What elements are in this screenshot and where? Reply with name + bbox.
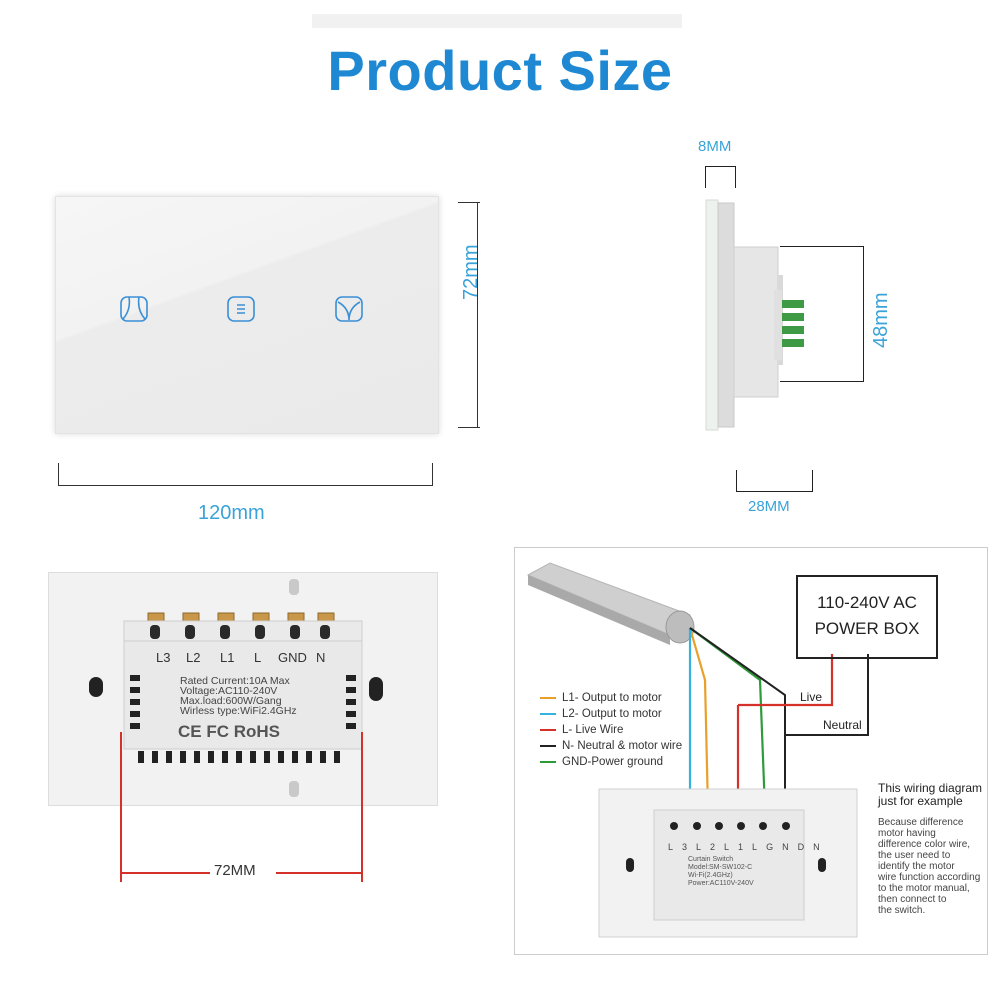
- mini-spec-list: Curtain Switch Model:SM-SW102-C Wi-Fi(2.…: [688, 856, 754, 888]
- note-line: identify the motor: [878, 861, 955, 872]
- note-line: difference color wire,: [878, 839, 971, 850]
- wiring-note-body: Because difference motor having differen…: [878, 817, 980, 916]
- terminal-block-graphic: [123, 612, 363, 763]
- terminal-label-l2: L2: [186, 650, 201, 665]
- terminal-label-l3: L3: [156, 650, 171, 665]
- power-box: 110-240V AC POWER BOX: [796, 575, 938, 659]
- legend-swatch-n: [540, 745, 556, 747]
- screw-slot-bottom: [289, 781, 299, 797]
- mini-terminal: L2: [696, 842, 725, 852]
- note-line: Because difference: [878, 817, 964, 828]
- width-dim-line: [58, 485, 433, 486]
- width-dim-left-tick: [58, 463, 59, 485]
- title-underline-bar: [312, 14, 682, 28]
- spacing-dim-right: [361, 732, 363, 882]
- spacing-dim-line-right: [276, 872, 363, 874]
- note-title-line: just for example: [878, 794, 963, 808]
- height-dim-line: [477, 202, 478, 428]
- side-top-tick-right: [735, 166, 736, 188]
- mini-terminal: N: [813, 842, 829, 852]
- mini-spec-line: Wi-Fi(2.4GHz): [688, 872, 733, 879]
- side-right-dim-top: [780, 246, 864, 247]
- front-panel-image: [55, 196, 439, 434]
- curtain-stop-icon: [227, 296, 255, 322]
- note-title-line: This wiring diagram: [878, 781, 983, 795]
- side-bottom-tick-left: [736, 470, 737, 492]
- curtain-motor-image: [526, 562, 695, 645]
- curtain-close-icon: [335, 296, 363, 322]
- screw-slot-top: [289, 579, 299, 595]
- side-top-tick-left: [705, 166, 706, 188]
- legend-swatch-gnd: [540, 761, 556, 763]
- note-line: motor having: [878, 828, 936, 839]
- spacing-label: 72MM: [214, 862, 256, 879]
- power-box-line: POWER BOX: [814, 619, 920, 638]
- side-bottom-dim-line: [736, 491, 813, 492]
- mini-switch-image: [598, 788, 858, 938]
- mini-spec-line: Curtain Switch: [688, 856, 734, 863]
- side-view-image: [705, 199, 804, 431]
- wiring-note-title: This wiring diagram just for example: [878, 782, 982, 808]
- height-dim-bottom-tick: [458, 427, 480, 428]
- height-dim-top-tick: [458, 202, 480, 203]
- mount-hole-left: [89, 677, 103, 697]
- terminal-label-l: L: [254, 650, 262, 665]
- legend-item: L- Live Wire: [562, 724, 624, 736]
- legend-item: GND-Power ground: [562, 756, 663, 768]
- legend-item: L1- Output to motor: [562, 692, 662, 704]
- mini-terminal-labels: L3L2L1LGNDN: [668, 842, 829, 852]
- power-box-line: 110-240V AC: [817, 593, 917, 612]
- mount-hole-right: [369, 677, 383, 701]
- legend-swatch-l1: [540, 697, 556, 699]
- spacing-dim-line-left: [120, 872, 210, 874]
- spec-line: Max.load:600W/Gang: [180, 695, 282, 707]
- rear-spec-list: Rated Current:10A Max Voltage:AC110-240V…: [180, 675, 297, 717]
- note-line: to the motor manual,: [878, 883, 970, 894]
- width-dim-right-tick: [432, 463, 433, 485]
- spacing-dim-left: [120, 732, 122, 882]
- side-top-dim-line: [705, 166, 736, 167]
- side-right-dim-bottom: [780, 381, 864, 382]
- legend-swatch-l: [540, 729, 556, 731]
- note-line: the switch.: [878, 905, 926, 916]
- width-label: 120mm: [198, 502, 265, 524]
- neutral-label: Neutral: [823, 718, 862, 732]
- height-label: 72mm: [460, 244, 482, 300]
- live-label: Live: [800, 690, 823, 704]
- mini-terminal: GND: [766, 842, 814, 852]
- side-right-dim-line: [863, 246, 864, 382]
- side-bottom-label: 28MM: [748, 498, 790, 515]
- terminal-label-n: N: [316, 650, 326, 665]
- page-title: Product Size: [327, 39, 673, 102]
- note-line: the user need to: [878, 850, 951, 861]
- terminal-label-l1: L1: [220, 650, 235, 665]
- mini-spec-line: Power:AC110V-240V: [688, 880, 754, 887]
- mini-terminal: L: [752, 842, 767, 852]
- side-depth-label: 8MM: [698, 138, 732, 155]
- mini-terminal: L3: [668, 842, 697, 852]
- mini-spec-line: Model:SM-SW102-C: [688, 864, 753, 871]
- curtain-open-icon: [120, 296, 148, 322]
- legend-swatch-l2: [540, 713, 556, 715]
- mini-terminal: L1: [724, 842, 753, 852]
- legend-item: L2- Output to motor: [562, 708, 662, 720]
- terminal-label-gnd: GND: [278, 650, 307, 665]
- legend-item: N- Neutral & motor wire: [562, 740, 683, 752]
- spec-line: Voltage:AC110-240V: [180, 685, 278, 697]
- spec-line: Rated Current:10A Max: [180, 675, 290, 687]
- wiring-lines: [688, 627, 869, 811]
- note-line: wire function according: [878, 872, 981, 883]
- certification-marks: CE FC RoHS: [178, 722, 280, 741]
- spec-line: Wirless type:WiFi2.4GHz: [180, 705, 297, 717]
- note-line: then connect to: [878, 894, 947, 905]
- side-height-label: 48mm: [870, 292, 892, 348]
- wiring-legend: L1- Output to motor L2- Output to motor …: [540, 690, 682, 770]
- side-bottom-tick-right: [812, 470, 813, 492]
